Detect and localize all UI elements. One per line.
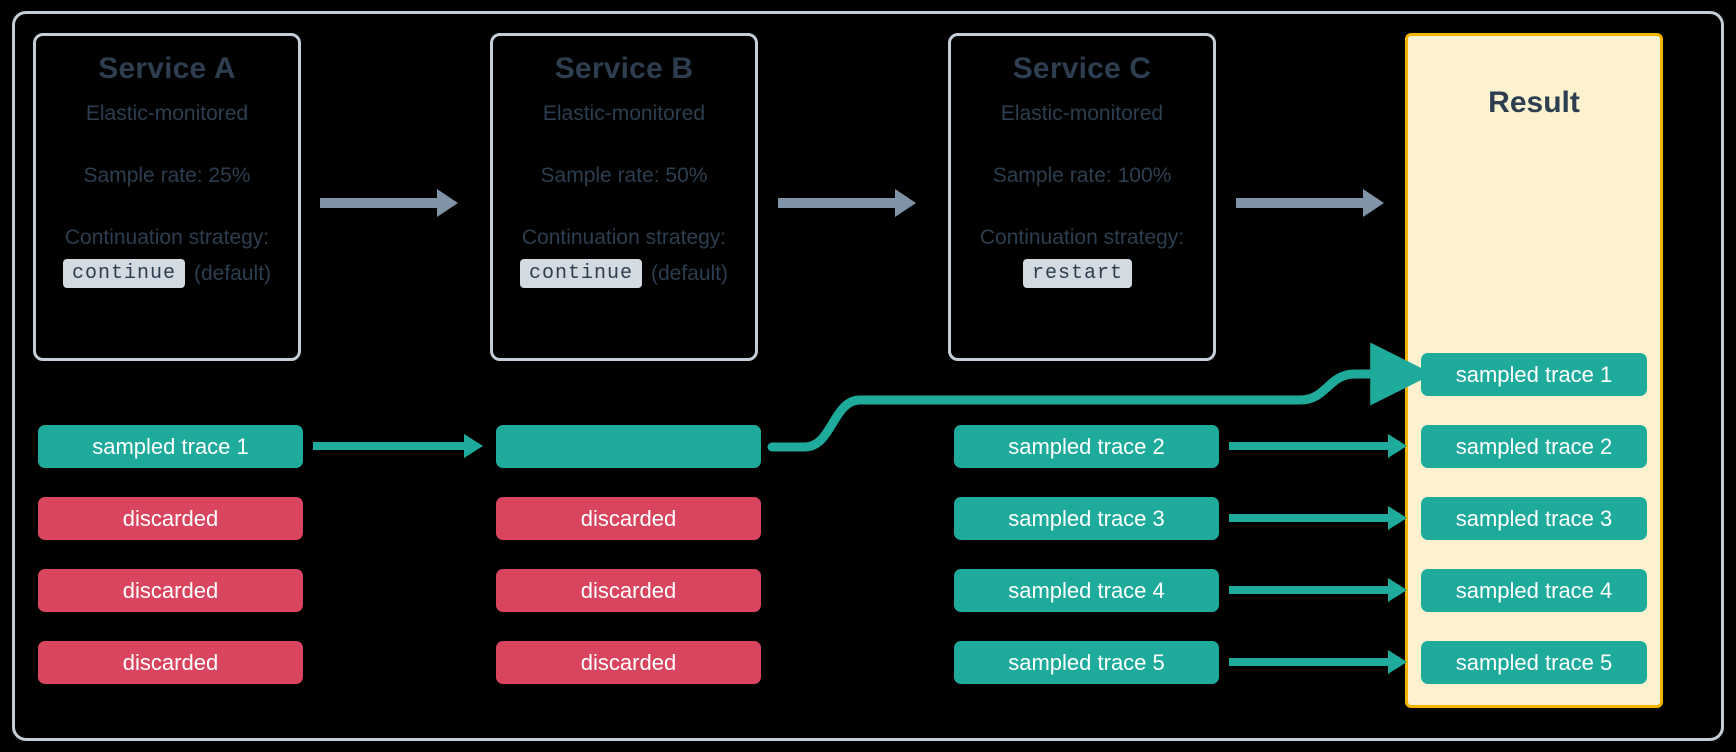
service-c-strategy-value: restart	[1022, 259, 1132, 289]
trace-chip-c-1: sampled trace 2	[954, 425, 1219, 468]
trace-chip-b-1	[496, 425, 761, 468]
flow-arrow-b-to-c	[778, 189, 916, 217]
service-c-monitored: Elastic-monitored	[1000, 102, 1164, 125]
trace-arrow-c2-to-result3	[1229, 506, 1407, 530]
trace-arrow-c3-to-result4	[1229, 578, 1407, 602]
trace-chip-b-4: discarded	[496, 641, 761, 684]
flow-arrow-c-to-result	[1236, 189, 1384, 217]
service-c-title: Service C	[1012, 52, 1152, 85]
trace-arrow-c4-to-result5	[1229, 650, 1407, 674]
service-a-strategy-row: continue (default)	[62, 259, 272, 289]
service-a-strategy-label: Continuation strategy:	[64, 226, 270, 249]
result-trace-1: sampled trace 1	[1421, 353, 1647, 396]
service-b-strategy-note: (default)	[650, 261, 729, 285]
service-b-title: Service B	[554, 52, 694, 85]
result-trace-2: sampled trace 2	[1421, 425, 1647, 468]
trace-chip-a-4: discarded	[38, 641, 303, 684]
service-a-strategy-value: continue	[62, 259, 185, 289]
flow-arrow-a-to-b	[320, 189, 458, 217]
trace-chip-c-4: sampled trace 5	[954, 641, 1219, 684]
service-box-c: Service C Elastic-monitored Sample rate:…	[948, 33, 1216, 361]
trace-chip-c-3: sampled trace 4	[954, 569, 1219, 612]
service-a-strategy-note: (default)	[193, 261, 272, 285]
service-box-b: Service B Elastic-monitored Sample rate:…	[490, 33, 758, 361]
result-trace-4: sampled trace 4	[1421, 569, 1647, 612]
trace-chip-a-1: sampled trace 1	[38, 425, 303, 468]
trace-chip-b-3: discarded	[496, 569, 761, 612]
trace-chip-b-2: discarded	[496, 497, 761, 540]
result-title: Result	[1488, 86, 1580, 119]
service-a-sample-rate: Sample rate: 25%	[83, 164, 251, 187]
service-b-sample-rate: Sample rate: 50%	[540, 164, 708, 187]
service-c-strategy-label: Continuation strategy:	[979, 226, 1185, 249]
service-a-monitored: Elastic-monitored	[85, 102, 249, 125]
trace-arrow-c1-to-result2	[1229, 434, 1407, 458]
service-c-sample-rate: Sample rate: 100%	[992, 164, 1172, 187]
result-trace-3: sampled trace 3	[1421, 497, 1647, 540]
service-box-a: Service A Elastic-monitored Sample rate:…	[33, 33, 301, 361]
service-b-strategy-label: Continuation strategy:	[521, 226, 727, 249]
service-b-monitored: Elastic-monitored	[542, 102, 706, 125]
trace-arrow-a1-to-b1	[313, 434, 483, 458]
trace-chip-a-2: discarded	[38, 497, 303, 540]
service-b-strategy-row: continue (default)	[519, 259, 729, 289]
service-c-strategy-row: restart	[1022, 259, 1141, 289]
service-a-title: Service A	[98, 52, 236, 85]
service-b-strategy-value: continue	[519, 259, 642, 289]
trace-chip-c-2: sampled trace 3	[954, 497, 1219, 540]
trace-chip-a-3: discarded	[38, 569, 303, 612]
result-trace-5: sampled trace 5	[1421, 641, 1647, 684]
